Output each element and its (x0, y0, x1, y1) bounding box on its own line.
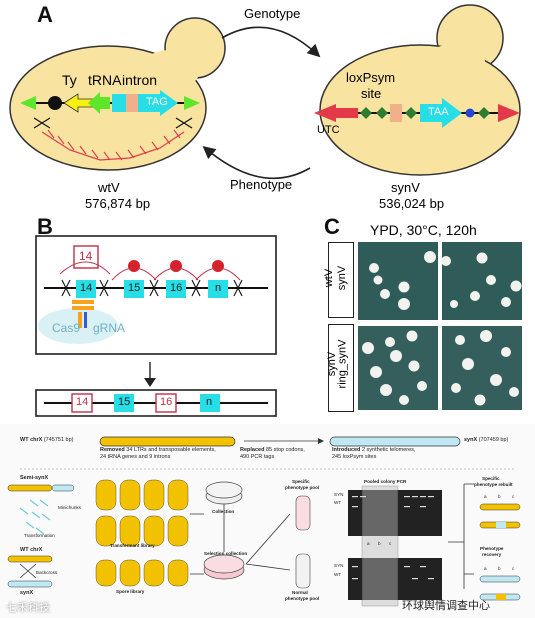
spore-lib-label: Spore library (116, 589, 145, 594)
specific-pool-label-2: phenotype pool (285, 485, 320, 490)
recovery-c: c (512, 566, 515, 571)
rebuilt-b: b (498, 494, 501, 499)
normal-pool-label-2: phenotype pool (285, 596, 320, 601)
recovery-a: a (484, 566, 487, 571)
b-bottom-box-n: n (206, 396, 213, 408)
removed-line1: Removed 34 LTRs and transposable element… (100, 447, 216, 453)
removed-bold: Removed (100, 447, 125, 453)
gel1-wt: WT (334, 500, 342, 505)
replaced-bold: Replaced (240, 447, 265, 453)
c-row-label-box-1 (328, 242, 354, 318)
syn-name: synV (391, 180, 420, 195)
gel2-wt: WT (334, 572, 342, 577)
panel-b-label: B (37, 214, 53, 239)
wt-chrx-2-label: WT chrX (20, 547, 43, 553)
panel-b-graphic (35, 235, 277, 417)
lower-bg (0, 424, 535, 618)
b-cas9-label: Cas9 (52, 321, 81, 335)
b-grna-label: gRNA (93, 321, 126, 335)
gel-a: a (367, 541, 370, 546)
b-top-box-14: 14 (80, 282, 93, 294)
backcross-label: Backcross (36, 570, 58, 575)
c-row2-ring-synV: ring_synV (336, 339, 349, 389)
wt-feature-intron: intron (122, 72, 158, 88)
recovery-b: b (498, 566, 501, 571)
genotype-arrow (221, 26, 321, 58)
collection-label: Collection (212, 509, 235, 514)
rebuilt-c: c (512, 494, 515, 499)
gel2-syn: SYN (334, 563, 344, 568)
minichunks-label: Minichunks (58, 505, 81, 510)
syn-chromosome (314, 98, 520, 128)
semi-synx-label: Semi-synX (20, 475, 49, 481)
removed-line2: 24 tRNA genes and 9 introns (100, 454, 171, 460)
b-top-box-14-red: 14 (79, 249, 93, 263)
syn-size: 536,024 bp (379, 196, 445, 211)
synx-bp: (707459 bp) (478, 437, 509, 443)
gel1-syn: SYN (334, 492, 344, 497)
watermark-right: 环球舆情调查中心 (402, 600, 490, 612)
specific-pool-label: Specific (292, 479, 310, 484)
normal-pool-label: Normal (292, 590, 308, 595)
transformation-label: Transformation (24, 533, 55, 538)
replaced-line2: 490 PCR tags (240, 454, 275, 460)
panel-a-label: A (37, 2, 53, 27)
syn-cell (319, 4, 521, 176)
transformant-lib-label: Transformant library (110, 543, 155, 548)
recovery-label-2: recovery (482, 552, 502, 557)
synx-2-label: synX (20, 590, 34, 596)
syn-site-label: loxPsym (346, 70, 396, 85)
lower-graphic (7, 436, 521, 607)
pcr-label: Pooled colony PCR (364, 479, 407, 484)
gel-b: b (378, 541, 381, 546)
wt-chrx-label: WT chrX (745751 bp) (20, 437, 74, 443)
wt-chromosome (20, 90, 200, 161)
wt-gene-label: TAG (146, 96, 168, 108)
rebuilt-label-2: phenotype rebuilt (474, 482, 513, 487)
introduced-line1: Introduced 2 synthetic telomeres, (332, 447, 415, 453)
introduced-rest: 2 synthetic telomeres, (361, 447, 416, 453)
gel-c: c (389, 541, 392, 546)
rebuilt-label: Specific (482, 476, 500, 481)
b-bottom-box-15: 15 (118, 396, 131, 408)
synx-name: synX (464, 437, 478, 443)
removed-rest: 34 LTRs and transposable elements, (126, 447, 216, 453)
introduced-line2: 245 loxPsym sites (332, 454, 377, 460)
c-row1-synV: synV (336, 265, 349, 291)
recovery-label: Phenotype (480, 546, 504, 551)
b-bottom-box-16: 16 (160, 396, 173, 408)
c-row1-wtV: wtV (323, 268, 336, 288)
b-top-box-16: 16 (170, 282, 183, 294)
watermark-left: 七禾科技 (6, 602, 50, 614)
wt-name: wtV (98, 180, 120, 195)
arrow-genotype-label: Genotype (244, 6, 301, 21)
rebuilt-a: a (484, 494, 487, 499)
b-top-box-n: n (215, 282, 222, 294)
replaced-rest: 85 stop codons, (266, 447, 305, 453)
b-top-box-15: 15 (128, 282, 141, 294)
syn-gene-label: TAA (428, 106, 449, 118)
wt-feature-trna: tRNA (88, 72, 122, 88)
wt-chrx-bp: (745751 bp) (43, 437, 74, 443)
panel-a-graphic (9, 4, 521, 180)
wt-size: 576,874 bp (85, 196, 151, 211)
c-row-label-box-2 (328, 324, 354, 412)
selection-label: Selection collection (204, 551, 248, 556)
wt-feature-ty: Ty (62, 72, 77, 88)
b-bottom-box-14: 14 (76, 396, 89, 408)
panel-c-label: C (324, 214, 340, 239)
synx-label: synX (707459 bp) (464, 437, 508, 443)
panel-c-title: YPD, 30°C, 120h (370, 222, 477, 238)
introduced-bold: Introduced (332, 447, 361, 453)
syn-utc-label: UTC (317, 124, 340, 136)
phenotype-arrow (202, 145, 311, 180)
syn-site-label-2: site (361, 86, 382, 101)
arrow-phenotype-label: Phenotype (230, 177, 293, 192)
wt-chrx-name: WT chrX (20, 437, 43, 443)
panel-c-plates (358, 242, 522, 410)
replaced-line1: Replaced 85 stop codons, (240, 447, 305, 453)
